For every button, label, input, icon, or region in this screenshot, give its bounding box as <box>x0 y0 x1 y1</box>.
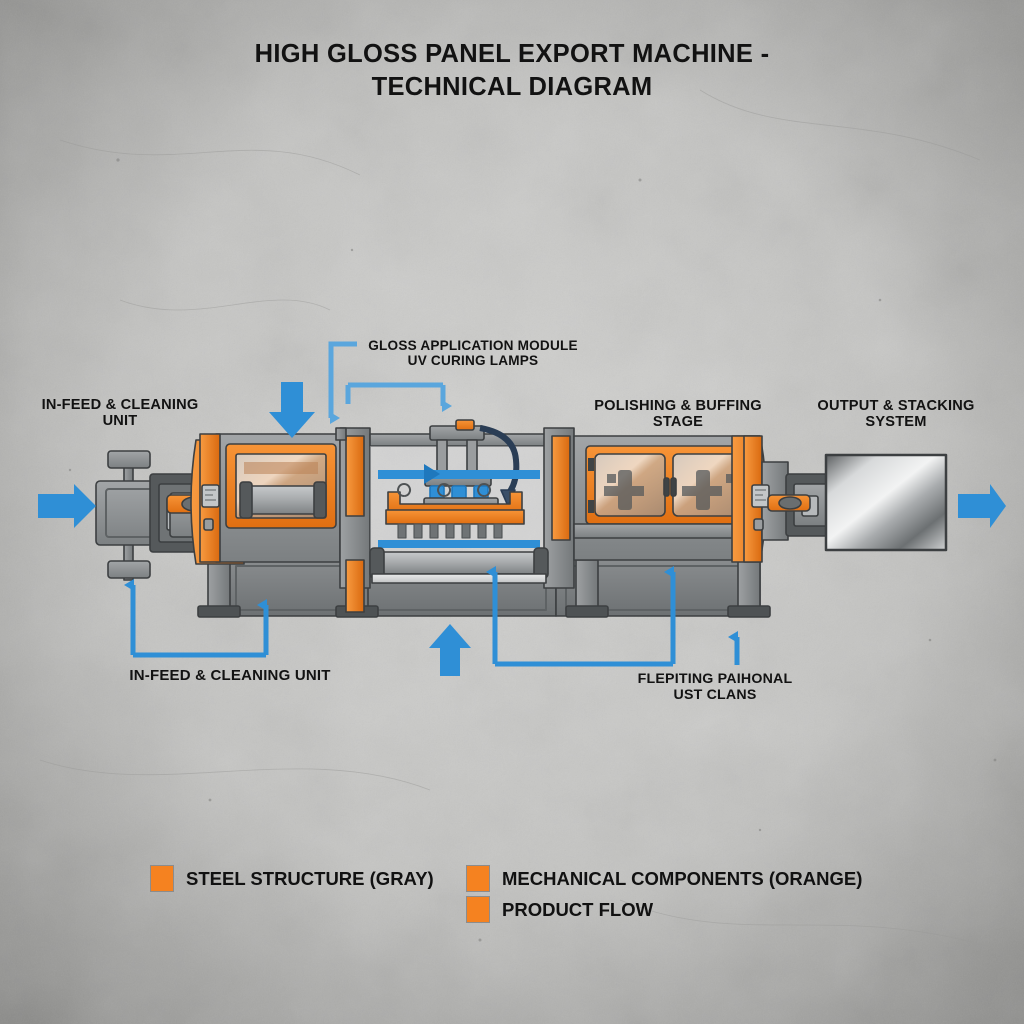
callout-leaders-bottom <box>124 566 740 667</box>
polishing-buffing-stage <box>573 435 761 561</box>
gloss-application-module <box>339 419 575 613</box>
outlet-flow-arrow <box>958 484 1006 528</box>
output-stacking-system <box>824 453 948 552</box>
page-title-line1: HIGH GLOSS PANEL EXPORT MACHINE - <box>254 40 770 68</box>
label-polishing-buffing-stage: POLISHING & BUFFING STAGE <box>594 398 762 431</box>
callout-leaders <box>328 341 452 424</box>
label-infeed-cleaning-top: IN-FEED & CLEANING UNIT <box>41 397 199 430</box>
legend-label-product-flow: PRODUCT FLOW <box>502 898 654 920</box>
label-gloss-application-module: GLOSS APPLICATION MODULE UV CURING LAMPS <box>368 338 578 369</box>
bottom-center-up-arrow <box>429 624 471 676</box>
legend-swatch-steel-structure <box>150 865 174 892</box>
leader-gloss-left <box>328 341 357 424</box>
page-title: HIGH GLOSS PANEL EXPORT MACHINE - TECHNI… <box>0 38 1024 104</box>
legend-label-steel-structure: STEEL STRUCTURE (GRAY) <box>186 867 434 889</box>
inlet-flow-arrow <box>38 484 96 528</box>
top-feed-down-arrow <box>269 382 315 438</box>
in-feed-cleaning-unit <box>190 433 341 565</box>
legend-item-product-flow: PRODUCT FLOW <box>466 896 653 923</box>
legend-item-steel-structure: STEEL STRUCTURE (GRAY) <box>150 865 434 892</box>
label-infeed-cleaning-bottom: IN-FEED & CLEANING UNIT <box>129 667 331 684</box>
flow-arrows <box>38 382 1006 676</box>
legend-swatch-product-flow <box>466 896 490 923</box>
legend-item-mechanical-components: MECHANICAL COMPONENTS (ORANGE) <box>466 865 862 892</box>
legend-swatch-mechanical-components <box>466 865 490 892</box>
page-title-line2: TECHNICAL DIAGRAM <box>371 73 653 102</box>
label-output-stacking-system: OUTPUT & STACKING SYSTEM <box>817 398 975 431</box>
label-flepiting-paihonal: FLEPITING PAIHONAL UST CLANS <box>637 671 793 703</box>
legend-label-mechanical-components: MECHANICAL COMPONENTS (ORANGE) <box>502 867 863 889</box>
output-end-frame <box>731 435 835 563</box>
